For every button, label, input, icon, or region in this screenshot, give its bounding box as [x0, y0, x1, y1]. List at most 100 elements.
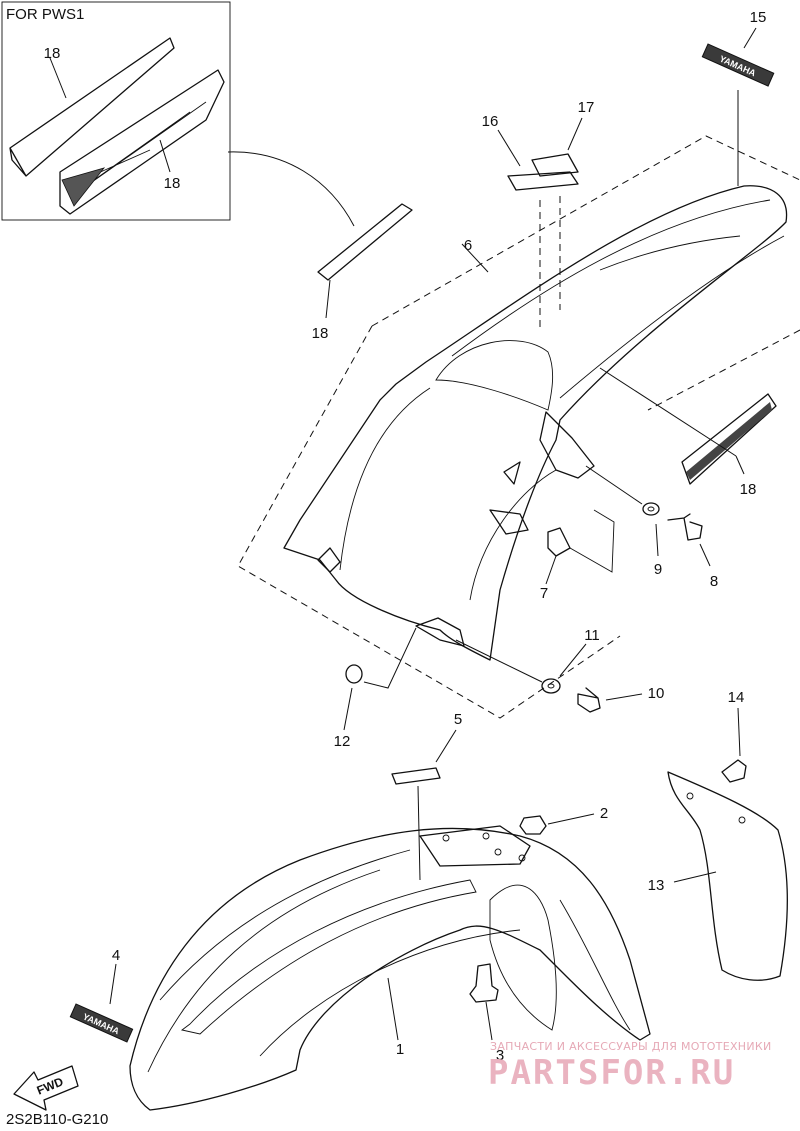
- rear-fender-contours: [451, 199, 785, 399]
- callout-18-side: 18: [740, 481, 757, 498]
- leader-12: [343, 687, 353, 731]
- callout-18-inset-upper: 18: [44, 45, 61, 62]
- leader-17: [567, 117, 583, 151]
- mount-hole-3: [494, 848, 502, 856]
- watermark: ЗАПЧАСТИ И АКСЕССУАРЫ ДЛЯ МОТОТЕХНИКИ PA…: [488, 1040, 772, 1093]
- washer-11: [541, 678, 561, 694]
- leader-3: [485, 1001, 493, 1041]
- leader-18d: [735, 455, 745, 475]
- pad-5: [391, 767, 441, 785]
- callout-10: 10: [648, 685, 665, 702]
- inset-graphic-dark: [61, 167, 106, 207]
- grommet-12: [345, 664, 363, 684]
- leader-11: [559, 643, 587, 677]
- leader-8: [699, 543, 711, 567]
- drawing-code: 2S2B110-G210: [6, 1111, 108, 1128]
- fwd-arrow-shape: [13, 1065, 79, 1111]
- callout-17: 17: [578, 99, 595, 116]
- collar-9-hole: [647, 506, 655, 512]
- leader-5-down: [417, 785, 421, 881]
- fastener-axis-lower: [455, 639, 543, 683]
- watermark-brand: PARTSFOR.RU: [488, 1053, 735, 1093]
- callout-9: 9: [654, 561, 662, 578]
- front-fender-rear-lip: [489, 884, 557, 1031]
- bolt-10: [577, 687, 601, 713]
- leader-4: [109, 963, 117, 1005]
- side-graphic-decal: [681, 393, 777, 485]
- rear-fender-lower-tab: [415, 617, 465, 647]
- front-fender: [129, 825, 651, 1111]
- leader-14: [737, 707, 741, 757]
- mud-flap-hole-2: [738, 816, 746, 824]
- leader-10: [605, 693, 643, 701]
- leader-18a: [49, 57, 67, 99]
- callout-7: 7: [540, 585, 548, 602]
- leader-7: [545, 555, 557, 585]
- side-graphic-fill: [686, 402, 772, 480]
- callout-labels: 18 18 18 18 15 16 17 6 9 8 7 11 10 12 5 …: [44, 9, 767, 1064]
- screw-14: [721, 759, 747, 783]
- leader-16: [497, 129, 521, 167]
- bolt-8: [667, 513, 703, 541]
- callout-8: 8: [710, 573, 718, 590]
- callout-18-stripe: 18: [312, 325, 329, 342]
- rear-fender: [283, 185, 788, 661]
- rear-stripe-decal: [317, 203, 413, 281]
- callout-4: 4: [112, 947, 120, 964]
- grommet-12-axis: [363, 627, 417, 689]
- inset-title: FOR PWS1: [6, 6, 84, 23]
- leader-18b: [159, 139, 171, 173]
- washer-11-hole: [547, 683, 555, 689]
- rear-fender-slot: [503, 461, 521, 485]
- rear-fender-side-tab: [317, 547, 341, 573]
- inset-stripe-upper: [9, 37, 175, 177]
- callout-3: 3: [496, 1047, 504, 1064]
- leader-15-top: [743, 27, 757, 49]
- rear-fender-seat-recess: [435, 340, 554, 411]
- leader-13: [673, 871, 717, 883]
- front-fender-mount-plate: [419, 825, 531, 867]
- inset-graphic-lower: [59, 69, 225, 215]
- callout-13: 13: [648, 877, 665, 894]
- fastener-axis-upper: [585, 465, 643, 505]
- inset-frame: [1, 1, 231, 221]
- leader-5: [435, 729, 457, 763]
- callout-18-inset-lower: 18: [164, 175, 181, 192]
- decal-15-yamaha: YAMAHA: [701, 43, 775, 87]
- front-fender-contours: [147, 849, 631, 1073]
- nut-7: [547, 527, 571, 557]
- mud-flap-13: [667, 771, 788, 981]
- watermark-tagline: ЗАПЧАСТИ И АКСЕССУАРЫ ДЛЯ МОТОТЕХНИКИ: [490, 1040, 772, 1053]
- inset-pws1: FOR PWS1: [1, 1, 231, 221]
- bolt-3: [469, 963, 499, 1003]
- leader-18d-line: [599, 367, 737, 457]
- leader-18c: [325, 279, 331, 319]
- rear-fender-mount-bracket: [539, 411, 595, 479]
- mount-hole-4: [518, 854, 526, 862]
- mount-hole-1: [442, 834, 450, 842]
- callout-11: 11: [584, 627, 600, 644]
- nut-7-plate: [569, 509, 615, 573]
- callout-5: 5: [454, 711, 462, 728]
- leader-2: [547, 813, 595, 825]
- grommet-2: [519, 815, 547, 835]
- pad-17: [531, 153, 579, 177]
- inset-reference-curve: [227, 151, 355, 227]
- rear-fender-tab: [489, 509, 529, 535]
- assembly-dashed-outline: [237, 135, 800, 719]
- leader-1: [387, 977, 399, 1041]
- decal-4-yamaha: YAMAHA: [69, 1003, 134, 1043]
- fwd-arrow: FWD: [13, 1065, 79, 1111]
- rear-fender-inner-edges: [339, 387, 557, 601]
- mud-flap-hole-1: [686, 792, 694, 800]
- pad-16: [507, 171, 579, 191]
- front-fender-upper-stripe: [180, 879, 477, 1035]
- callout-16: 16: [482, 113, 499, 130]
- front-fender-body: [129, 827, 651, 1111]
- callout-15: 15: [750, 9, 767, 26]
- leader-6: [461, 243, 489, 273]
- rear-fender-body: [283, 185, 788, 661]
- mount-hole-2: [482, 832, 490, 840]
- callout-14: 14: [728, 689, 745, 706]
